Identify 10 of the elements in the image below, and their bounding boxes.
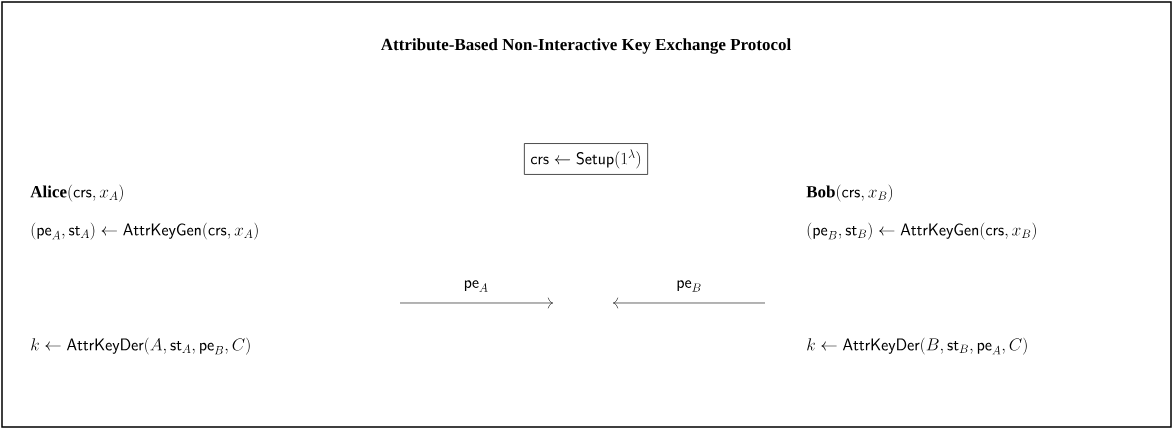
party-label: $\mathbf{Alice}(\mathsf{crs}, x_A)$ [30,184,123,202]
key-generation-step: $(\mathsf{pe}_B, \mathsf{st}_B) \leftarrow \mathsf{AttrKeyGen}(\mathsf{crs}, x_B)$ [807,222,1036,240]
title: Attribute-Based Non-Interactive Key Exchange Protocol [380,38,791,54]
key-derivation-step: $k \leftarrow \mathsf{AttrKeyDer}(A, \mathsf{st}_A, \mathsf{pe}_B, C)$ [31,337,250,355]
setup-box: $\mathsf{crs} \leftarrow \mathsf{Setup}(1^\lambda)$ [524,143,648,175]
message-label: $\mathsf{pe}_B$ [677,280,701,292]
message-label: $\mathsf{pe}_A$ [464,280,488,292]
key-generation-step: $(\mathsf{pe}_A, \mathsf{st}_A) \leftarrow \mathsf{AttrKeyGen}(\mathsf{crs}, x_A)$ [31,222,258,240]
party-label: $\mathbf{Bob}(\mathsf{crs}, x_B)$ [806,184,893,202]
key-derivation-step: $k \leftarrow \mathsf{AttrKeyDer}(B, \mathsf{st}_B, \mathsf{pe}_A, C)$ [807,337,1027,355]
